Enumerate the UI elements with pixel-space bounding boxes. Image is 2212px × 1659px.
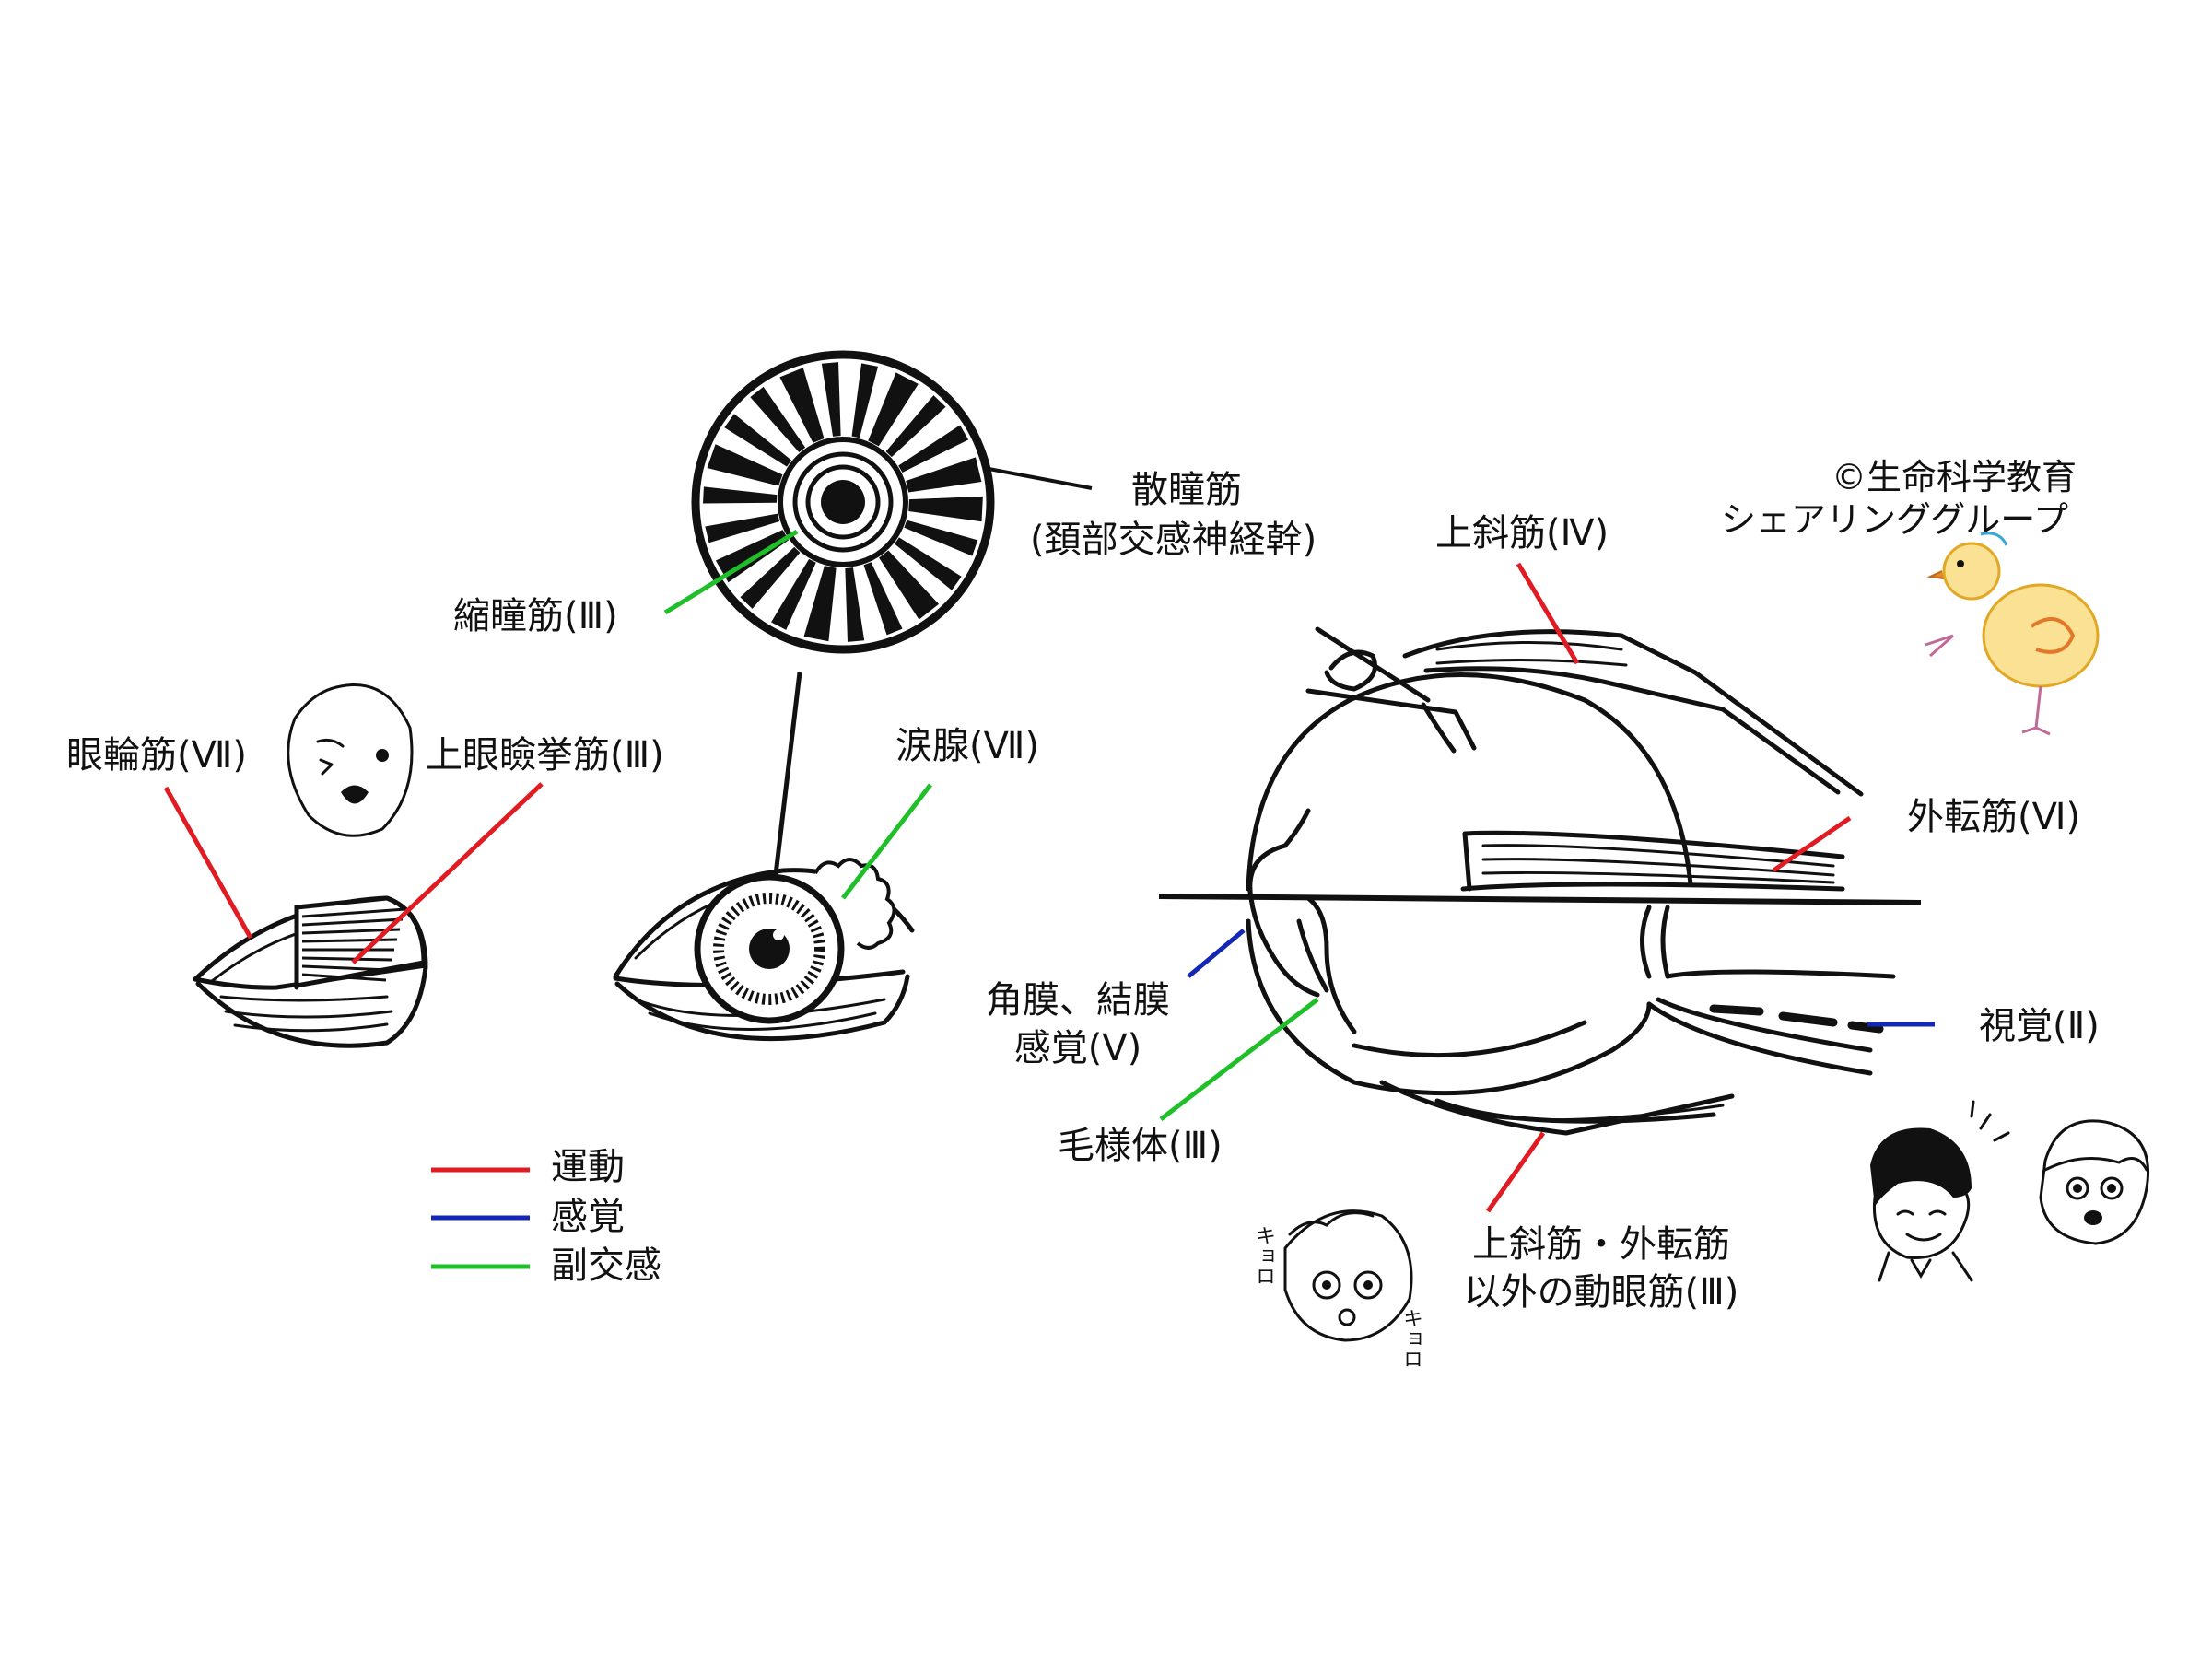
winking-face-doodle	[287, 683, 414, 837]
levator-stripe	[301, 907, 406, 918]
eyeball-drawing	[1158, 626, 1922, 1136]
iris-fiber	[868, 372, 919, 447]
iris-fiber	[705, 513, 780, 543]
oculomotor-label-line1: 上斜筋・外転筋	[1472, 1223, 1730, 1266]
cornea-label-line1: 角膜、結膜	[986, 979, 1170, 1022]
iris-fiber	[879, 550, 940, 620]
eye-drawing	[613, 858, 915, 1042]
vision-label: 視覚(Ⅱ)	[1979, 1005, 2100, 1047]
dilator-pointer	[983, 466, 1093, 490]
iris-fiber	[803, 566, 837, 642]
cornea-label: 角膜、結膜 感覚(Ⅴ)	[969, 976, 1187, 1072]
cornea-pointer	[1187, 929, 1246, 978]
cornea-label-line2: 感覚(Ⅴ)	[1013, 1027, 1142, 1069]
credit-line2: シェアリンググループ	[1721, 499, 2068, 540]
iris-fiber	[740, 546, 801, 609]
ciliary-label: 毛様体(Ⅲ)	[1058, 1125, 1223, 1167]
levator-stripe	[301, 964, 390, 972]
iris-fiber	[906, 457, 982, 493]
man-doodle	[1870, 1100, 2010, 1282]
eyelid-drawing	[193, 895, 428, 1048]
legend-label-parasympathetic: 副交感	[551, 1244, 661, 1287]
levator-stripes	[301, 907, 406, 982]
sphincter-pointer	[663, 529, 799, 615]
oculomotor-pointer	[1485, 1131, 1546, 1213]
surprised-boy-doodle	[2039, 1119, 2149, 1245]
superior-oblique-label: 上斜筋(Ⅳ)	[1435, 512, 1609, 555]
lateral-rectus-label: 外転筋(Ⅵ)	[1907, 796, 2081, 838]
iris-fiber	[904, 520, 978, 556]
iris-fiber	[771, 558, 816, 630]
kyoro-left: キョロ	[1252, 1225, 1275, 1286]
iris-fiber	[908, 496, 983, 522]
iris-fiber	[707, 444, 783, 486]
iris-fiber	[885, 395, 946, 458]
dilator-nerve-label: (頚部交感神経幹)	[1030, 519, 1317, 561]
superior-oblique-pointer	[1516, 562, 1580, 665]
levator-pointer	[351, 782, 544, 964]
iris-fiber	[894, 537, 962, 590]
levator-stripe	[301, 938, 398, 943]
legend-label-sensory: 感覚	[551, 1196, 625, 1238]
legend-label-motor: 運動	[551, 1146, 625, 1188]
chick-doodle	[1925, 532, 2100, 736]
sphincter-label: 縮瞳筋(Ⅲ)	[453, 595, 618, 637]
iris-fiber	[750, 386, 806, 453]
levator-stripe	[301, 917, 404, 927]
dilator-label: 散瞳筋	[1131, 469, 1242, 511]
iris-fiber	[898, 425, 969, 473]
boy-doodle-1	[1283, 1209, 1413, 1342]
iris-fiber	[851, 363, 879, 438]
iris-fiber	[779, 368, 825, 443]
lacrimal-pointer	[841, 783, 932, 900]
levator-label: 上眼瞼挙筋(Ⅲ)	[426, 734, 664, 777]
iris-drawing	[691, 350, 995, 654]
oculomotor-label: 上斜筋・外転筋 以外の動眼筋(Ⅲ)	[1426, 1221, 1776, 1316]
lacrimal-label: 涙腺(Ⅶ)	[895, 725, 1039, 767]
iris-fiber	[863, 562, 903, 636]
kyoro-right: キョロ	[1399, 1308, 1422, 1369]
levator-stripe	[301, 928, 401, 935]
levator-stripe	[301, 973, 387, 982]
levator-stripe	[301, 956, 392, 962]
lateral-rectus-pointer	[1772, 815, 1852, 873]
iris-fiber	[821, 362, 841, 437]
iris-fiber	[845, 567, 865, 642]
oculomotor-label-line2: 以外の動眼筋(Ⅲ)	[1463, 1271, 1739, 1314]
orbicularis-pointer	[163, 786, 253, 940]
credit-line1: ©生命科学教育	[1832, 457, 2077, 497]
ciliary-pointer	[1159, 998, 1319, 1121]
iris-fiber	[724, 414, 792, 467]
iris-fiber	[703, 486, 778, 504]
orbicularis-label: 眼輪筋(Ⅶ)	[66, 734, 247, 777]
